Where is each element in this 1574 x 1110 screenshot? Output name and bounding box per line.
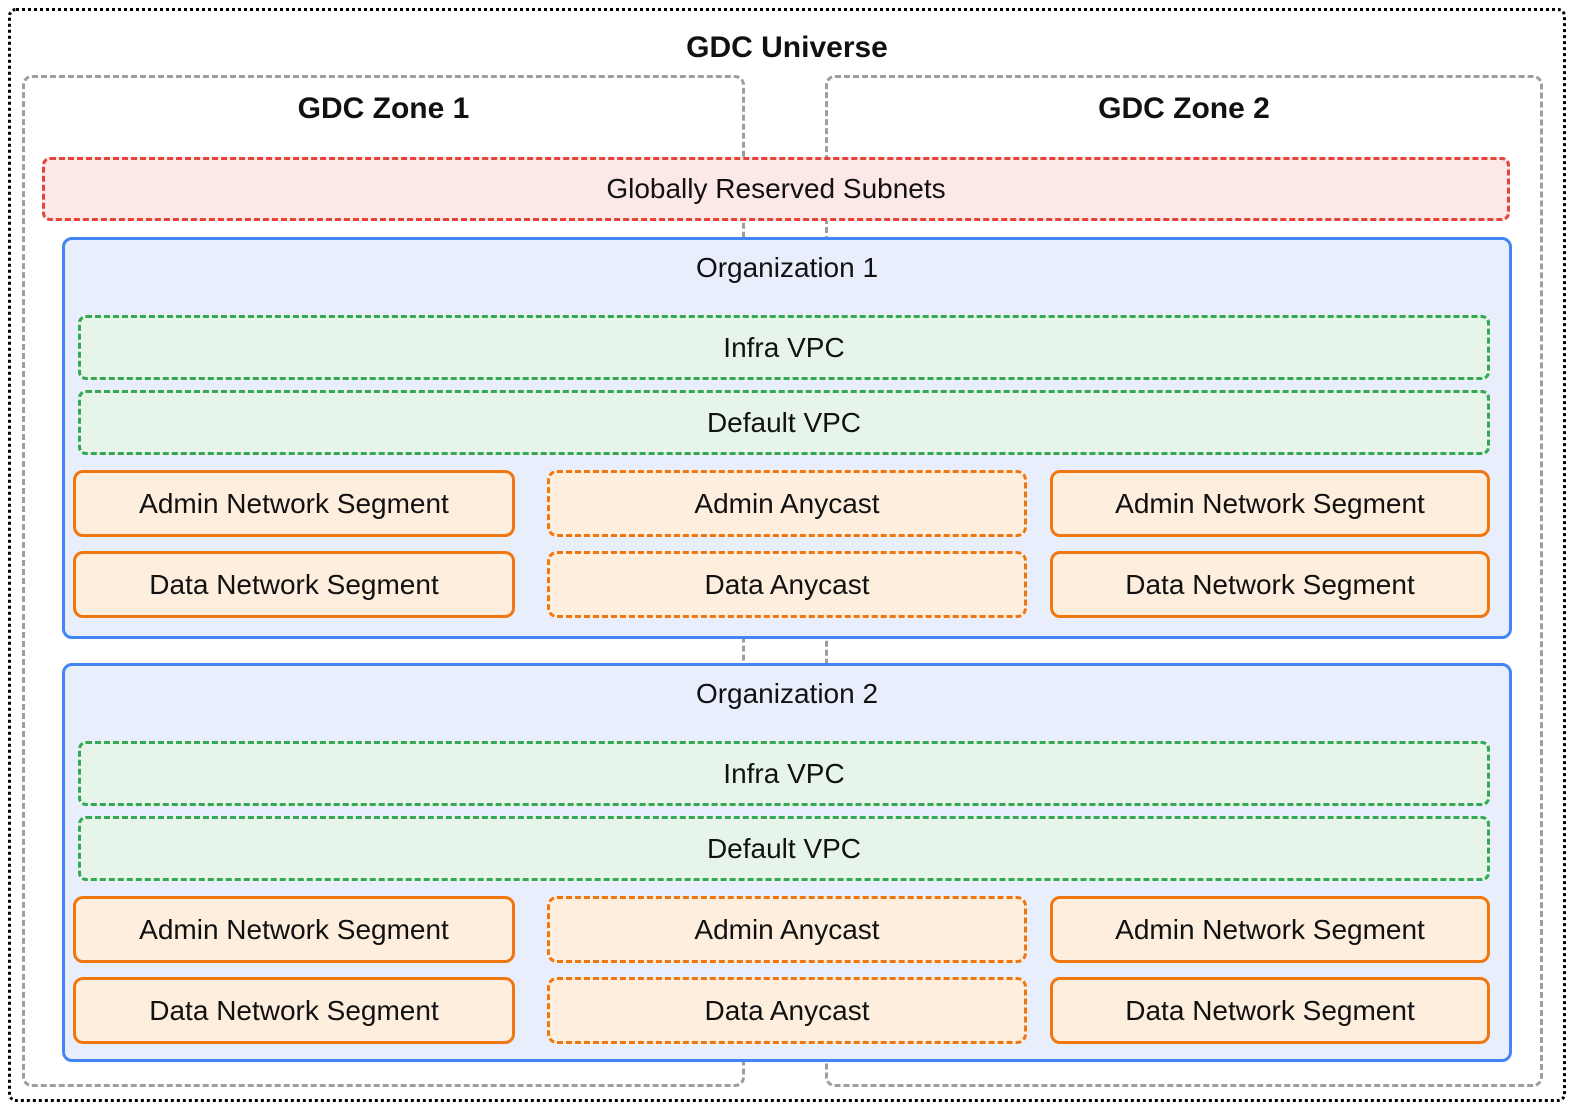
org1-zone2-data-network-segment: Data Network Segment	[1050, 551, 1490, 618]
org2-infra-vpc-label: Infra VPC	[723, 757, 845, 789]
org1-data-anycast-label: Data Anycast	[704, 568, 870, 600]
organization-1-box: Organization 1 Infra VPC Default VPC Adm…	[62, 237, 1512, 639]
org1-zone2-admin-network-segment: Admin Network Segment	[1050, 470, 1490, 537]
org2-zone2-data-network-segment: Data Network Segment	[1050, 977, 1490, 1044]
org1-zone1-data-network-segment-label: Data Network Segment	[149, 568, 439, 600]
org1-infra-vpc-label: Infra VPC	[723, 331, 845, 363]
org2-data-anycast-box: Data Anycast	[547, 977, 1027, 1044]
org2-zone1-admin-network-segment: Admin Network Segment	[73, 896, 515, 963]
org1-admin-anycast-label: Admin Anycast	[694, 487, 880, 519]
organization-2-title: Organization 2	[695, 678, 879, 709]
org1-zone2-admin-network-segment-label: Admin Network Segment	[1115, 487, 1425, 519]
org1-zone1-data-network-segment: Data Network Segment	[73, 551, 515, 618]
org2-admin-anycast-label: Admin Anycast	[694, 913, 880, 945]
gdc-universe-frame: GDC Universe	[8, 8, 1566, 1102]
org2-zone2-admin-network-segment-label: Admin Network Segment	[1115, 913, 1425, 945]
universe-title: GDC Universe	[686, 31, 888, 64]
org1-zone1-admin-network-segment: Admin Network Segment	[73, 470, 515, 537]
org2-zone2-admin-network-segment: Admin Network Segment	[1050, 896, 1490, 963]
gdc-zone-1-title: GDC Zone 1	[297, 92, 470, 125]
org2-admin-anycast-box: Admin Anycast	[547, 896, 1027, 963]
org2-zone1-data-network-segment: Data Network Segment	[73, 977, 515, 1044]
org1-infra-vpc-box: Infra VPC	[78, 315, 1490, 380]
org2-default-vpc-label: Default VPC	[706, 832, 862, 864]
org1-zone1-admin-network-segment-label: Admin Network Segment	[139, 487, 449, 519]
org2-default-vpc-box: Default VPC	[78, 816, 1490, 881]
org2-zone1-admin-network-segment-label: Admin Network Segment	[139, 913, 449, 945]
org2-zone2-data-network-segment-label: Data Network Segment	[1125, 994, 1415, 1026]
organization-1-title: Organization 1	[695, 252, 879, 283]
globally-reserved-subnets-label: Globally Reserved Subnets	[606, 173, 946, 204]
globally-reserved-subnets-box: Globally Reserved Subnets	[42, 157, 1510, 221]
org1-data-anycast-box: Data Anycast	[547, 551, 1027, 618]
org1-default-vpc-label: Default VPC	[706, 406, 862, 438]
org2-data-anycast-label: Data Anycast	[704, 994, 870, 1026]
org2-zone1-data-network-segment-label: Data Network Segment	[149, 994, 439, 1026]
org2-infra-vpc-box: Infra VPC	[78, 741, 1490, 806]
gdc-zone-2-title: GDC Zone 2	[1098, 92, 1270, 125]
org1-admin-anycast-box: Admin Anycast	[547, 470, 1027, 537]
org1-zone2-data-network-segment-label: Data Network Segment	[1125, 568, 1415, 600]
organization-2-box: Organization 2 Infra VPC Default VPC Adm…	[62, 663, 1512, 1062]
org1-default-vpc-box: Default VPC	[78, 390, 1490, 455]
